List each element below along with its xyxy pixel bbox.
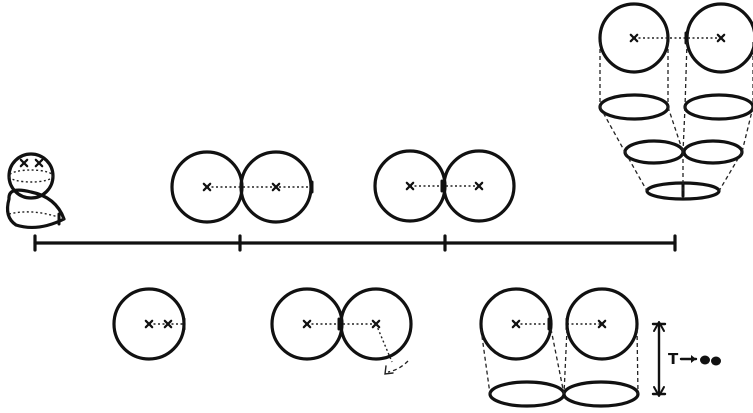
period-label: T [668, 350, 679, 368]
doublet-lower-rotating [270, 287, 413, 375]
initial-sphere-stack [5, 152, 66, 230]
single-circle-lower [112, 287, 186, 361]
projection-stack-lower [479, 287, 640, 408]
doublet-upper-1 [170, 150, 314, 224]
doublet-upper-2 [373, 149, 516, 223]
rotation-arrowhead [384, 365, 394, 375]
time-axis [33, 234, 677, 252]
projection-stack-upper [598, 2, 753, 201]
period-indicator: T [651, 321, 721, 397]
rotation-arrow [387, 360, 409, 373]
